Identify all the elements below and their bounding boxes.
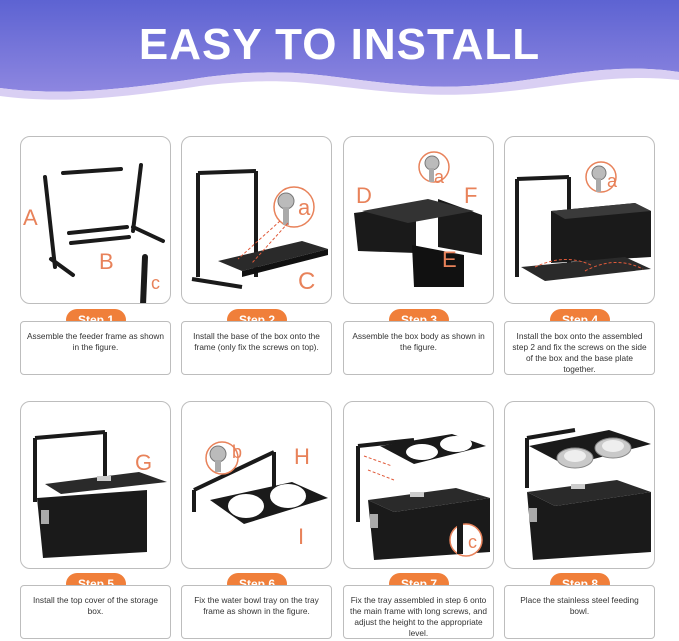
label-c: c xyxy=(468,532,477,552)
label-h: H xyxy=(294,444,310,469)
step-2-illustration: a C xyxy=(181,136,332,304)
label-d: D xyxy=(356,183,372,208)
step-6-illustration: b H I xyxy=(181,401,332,569)
label-c: C xyxy=(298,268,315,295)
label-a: a xyxy=(298,195,311,220)
label-g: G xyxy=(135,450,152,475)
step-4-description: Install the box onto the assembled step … xyxy=(504,321,655,375)
page-title: EASY TO INSTALL xyxy=(138,20,541,69)
step-5-description: Install the top cover of the storage box… xyxy=(20,585,171,639)
label-f: F xyxy=(464,183,477,208)
label-i: I xyxy=(298,524,304,549)
step-1-description: Assemble the feeder frame as shown in th… xyxy=(20,321,171,375)
label-e: E xyxy=(442,247,457,272)
step-2-description: Install the base of the box onto the fra… xyxy=(181,321,332,375)
step-3-description: Assemble the box body as shown in the fi… xyxy=(343,321,494,375)
step-6-description: Fix the water bowl tray on the tray fram… xyxy=(181,585,332,639)
step-8-illustration xyxy=(504,401,655,569)
label-c: c xyxy=(151,273,160,293)
label-a: A xyxy=(23,205,38,230)
label-a: a xyxy=(607,171,618,191)
header-banner: EASY TO INSTALL xyxy=(0,0,679,112)
step-3-illustration: a D F E xyxy=(343,136,494,304)
step-7-illustration: c xyxy=(343,401,494,569)
step-8-description: Place the stainless steel feeding bowl. xyxy=(504,585,655,639)
step-7-description: Fix the tray assembled in step 6 onto th… xyxy=(343,585,494,639)
step-5-illustration: G xyxy=(20,401,171,569)
label-b: B xyxy=(99,249,114,274)
step-1-illustration: A B c xyxy=(20,136,171,304)
label-b: b xyxy=(232,442,242,462)
label-a: a xyxy=(434,167,445,187)
step-4-illustration: a xyxy=(504,136,655,304)
